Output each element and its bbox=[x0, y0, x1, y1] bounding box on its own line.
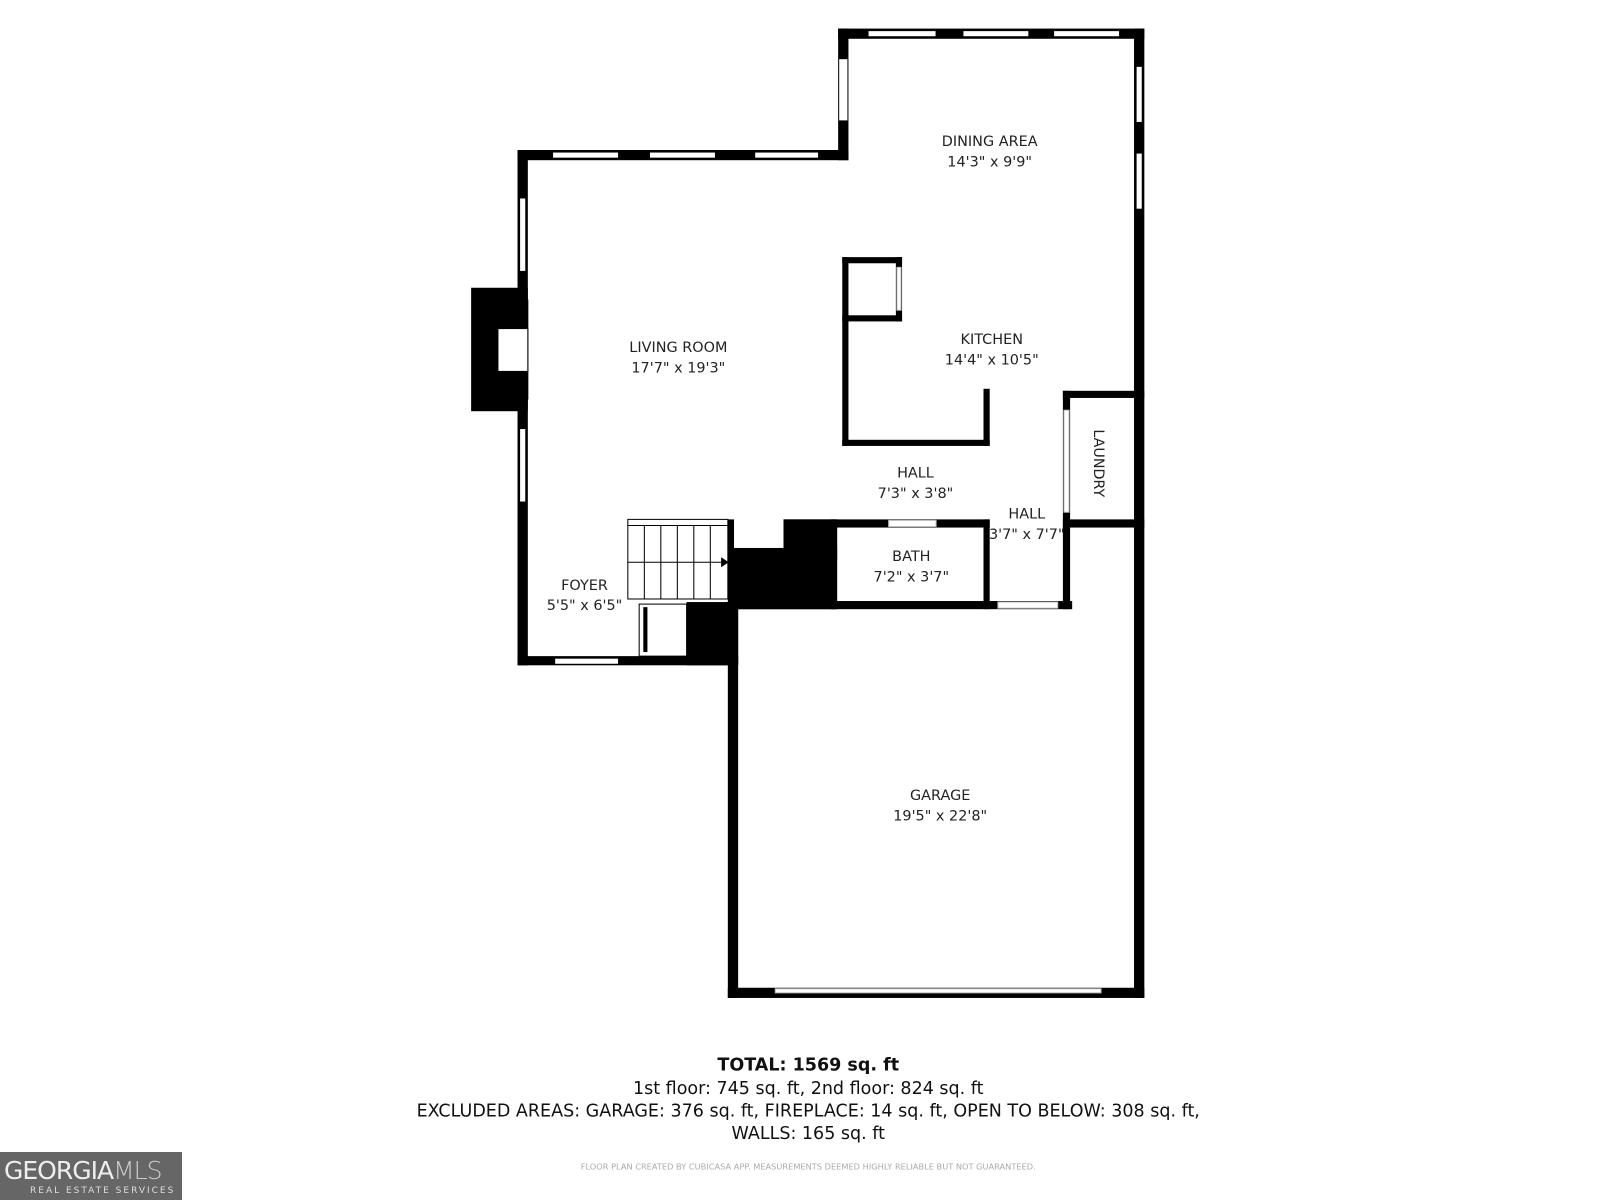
room-size-garage: 19'5" x 22'8" bbox=[893, 808, 987, 824]
room-size-dining: 14'3" x 9'9" bbox=[947, 154, 1032, 170]
windows bbox=[519, 30, 1143, 994]
room-size-bath: 7'2" x 3'7" bbox=[874, 570, 950, 586]
fireplace bbox=[482, 299, 529, 400]
room-size-kitchen: 14'4" x 10'5" bbox=[945, 352, 1039, 368]
floor-areas: 1st floor: 745 sq. ft, 2nd floor: 824 sq… bbox=[633, 1079, 984, 1099]
room-name-foyer: FOYER bbox=[561, 578, 608, 594]
stairs bbox=[627, 518, 729, 600]
room-name-kitchen: KITCHEN bbox=[961, 332, 1023, 348]
closet bbox=[638, 603, 688, 657]
room-name-bath: BATH bbox=[892, 549, 930, 565]
room-name-dining: DINING AREA bbox=[942, 134, 1038, 150]
room-labels: DINING AREA 14'3" x 9'9" LIVING ROOM 17'… bbox=[547, 134, 1106, 824]
georgia-mls-logo: GEORGIAMLS REAL ESTATE SERVICES bbox=[0, 1152, 182, 1200]
room-name-laundry: LAUNDRY bbox=[1090, 429, 1106, 497]
room-size-foyer: 5'5" x 6'5" bbox=[547, 598, 623, 614]
logo-brand: GEORGIAMLS bbox=[4, 1156, 162, 1185]
room-size-living: 17'7" x 19'3" bbox=[631, 361, 725, 377]
total-area: TOTAL: 1569 sq. ft bbox=[717, 1055, 899, 1075]
excluded-areas: EXCLUDED AREAS: GARAGE: 376 sq. ft, FIRE… bbox=[417, 1101, 1200, 1121]
disclaimer: FLOOR PLAN CREATED BY CUBICASA APP. MEAS… bbox=[581, 1161, 1036, 1171]
room-name-garage: GARAGE bbox=[910, 788, 970, 804]
walls-area: WALLS: 165 sq. ft bbox=[731, 1124, 885, 1144]
room-size-hall-2: 3'7" x 7'7" bbox=[989, 527, 1065, 543]
room-name-hall-1: HALL bbox=[897, 466, 934, 482]
room-size-hall-1: 7'3" x 3'8" bbox=[878, 486, 954, 502]
area-summary: TOTAL: 1569 sq. ft 1st floor: 745 sq. ft… bbox=[417, 1055, 1200, 1171]
room-name-hall-2: HALL bbox=[1008, 506, 1045, 522]
logo-tagline: REAL ESTATE SERVICES bbox=[30, 1186, 176, 1196]
room-name-living: LIVING ROOM bbox=[629, 340, 727, 356]
